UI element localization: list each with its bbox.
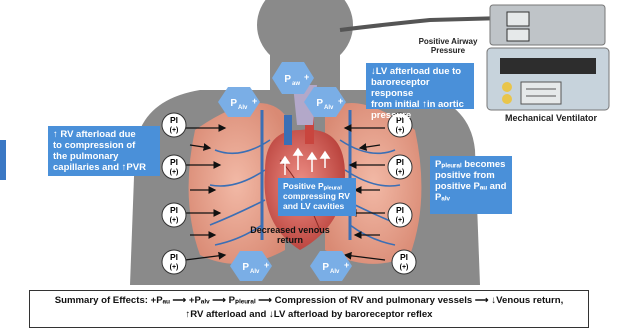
svg-text:P: P xyxy=(322,262,329,273)
pl-marker-left-3: Pl (+) xyxy=(162,203,186,227)
svg-text:P: P xyxy=(242,262,249,273)
svg-text:aw: aw xyxy=(292,81,300,87)
svg-text:+: + xyxy=(264,260,269,270)
svg-text:Pl: Pl xyxy=(170,205,178,215)
svg-text:P: P xyxy=(284,74,291,85)
svg-text:P: P xyxy=(230,98,237,109)
svg-text:Pl: Pl xyxy=(396,157,404,167)
pl-marker-left-1: Pl (+) xyxy=(162,113,186,137)
svg-text:(+): (+) xyxy=(170,127,179,134)
ventilator-tube xyxy=(340,18,505,30)
svg-text:Alv: Alv xyxy=(250,269,260,275)
svg-text:Alv: Alv xyxy=(324,105,334,111)
svg-text:(+): (+) xyxy=(400,264,409,271)
ppleural-callout: Pₚₗₑᵤᵣₐₗ becomes positive from positive … xyxy=(430,156,512,214)
svg-text:Pl: Pl xyxy=(170,252,178,262)
pl-marker-left-2: Pl (+) xyxy=(162,155,186,179)
summary-line-1: Summary of Effects: +Pₐᵤ ⟶ +Pₐₗᵥ ⟶ Pₚₗₑᵤ… xyxy=(30,294,588,308)
summary-line-2: ↑RV afterload and ↓LV afterload by baror… xyxy=(30,308,588,322)
svg-text:Pl: Pl xyxy=(396,205,404,215)
svg-text:+: + xyxy=(304,72,309,82)
ventilator-label: Mechanical Ventilator xyxy=(490,113,612,123)
svg-text:+: + xyxy=(338,96,343,106)
svg-text:P: P xyxy=(316,98,323,109)
ventilator-device xyxy=(487,5,609,110)
svg-text:+: + xyxy=(344,260,349,270)
svg-text:Alv: Alv xyxy=(238,105,248,111)
venous-return-label: Decreased venous return xyxy=(240,225,340,245)
svg-text:(+): (+) xyxy=(396,127,405,134)
svg-text:(+): (+) xyxy=(396,169,405,176)
svg-text:Pl: Pl xyxy=(170,115,178,125)
rv-afterload-callout: ↑ RV afterload due to compression of the… xyxy=(48,126,160,176)
summary-box: Summary of Effects: +Pₐᵤ ⟶ +Pₐₗᵥ ⟶ Pₚₗₑᵤ… xyxy=(29,290,589,328)
svg-text:+: + xyxy=(252,96,257,106)
pl-marker-left-4: Pl (+) xyxy=(162,250,186,274)
pl-marker-right-2: Pl (+) xyxy=(388,155,412,179)
svg-text:(+): (+) xyxy=(170,169,179,176)
airway-pressure-label: Positive Airway Pressure xyxy=(403,37,493,55)
lv-afterload-callout: ↓LV afterload due to baroreceptor respon… xyxy=(366,63,474,109)
svg-text:Pl: Pl xyxy=(400,252,408,262)
svg-text:Pl: Pl xyxy=(170,157,178,167)
svg-text:Alv: Alv xyxy=(330,269,340,275)
pl-marker-right-3: Pl (+) xyxy=(388,203,412,227)
positive-ppleural-callout: Positive Pₚₗₑᵤᵣₐₗ compressing RV and LV … xyxy=(278,178,356,216)
svg-text:(+): (+) xyxy=(170,264,179,271)
svg-text:(+): (+) xyxy=(396,217,405,224)
svg-text:(+): (+) xyxy=(170,217,179,224)
pl-marker-right-4: Pl (+) xyxy=(392,250,416,274)
